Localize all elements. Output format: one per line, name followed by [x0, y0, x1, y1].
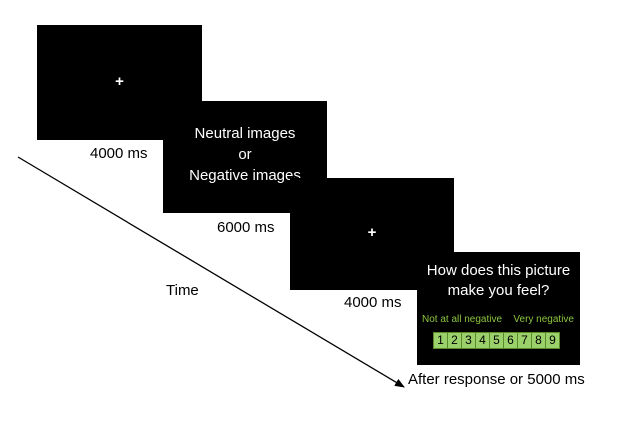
scale-option-6[interactable]: 6: [504, 333, 518, 348]
stimulus-screen: Neutral images or Negative images: [163, 101, 327, 213]
time-arrow: [17, 156, 405, 388]
scale-option-9[interactable]: 9: [546, 333, 559, 348]
rating-duration: After response or 5000 ms: [408, 371, 585, 388]
rating-scale: 1 2 3 4 5 6 7 8 9: [433, 332, 560, 349]
question-line-1: How does this picture: [426, 262, 571, 279]
scale-option-8[interactable]: 8: [532, 333, 546, 348]
scale-option-3[interactable]: 3: [462, 333, 476, 348]
scale-option-1[interactable]: 1: [434, 333, 448, 348]
rating-question: How does this picture make you feel?: [417, 261, 580, 301]
stimulus-line-3: Negative images: [189, 167, 301, 184]
fixation-2-duration: 4000 ms: [344, 294, 402, 311]
time-label: Time: [166, 282, 199, 299]
fixation-1-duration: 4000 ms: [90, 145, 148, 162]
stimulus-text: Neutral images or Negative images: [163, 123, 327, 186]
scale-option-4[interactable]: 4: [476, 333, 490, 348]
stimulus-line-2: or: [238, 146, 252, 163]
scale-option-2[interactable]: 2: [448, 333, 462, 348]
scale-option-7[interactable]: 7: [518, 333, 532, 348]
rating-screen: How does this picture make you feel? Not…: [417, 252, 580, 365]
stimulus-duration: 6000 ms: [217, 219, 275, 236]
question-line-2: make you feel?: [447, 282, 550, 299]
scale-option-5[interactable]: 5: [490, 333, 504, 348]
scale-anchor-left: Not at all negative: [422, 314, 503, 325]
fixation-cross: +: [367, 224, 377, 241]
scale-anchor-right: Very negative: [513, 314, 574, 325]
fixation-cross: +: [115, 73, 124, 90]
stimulus-line-1: Neutral images: [194, 125, 296, 142]
